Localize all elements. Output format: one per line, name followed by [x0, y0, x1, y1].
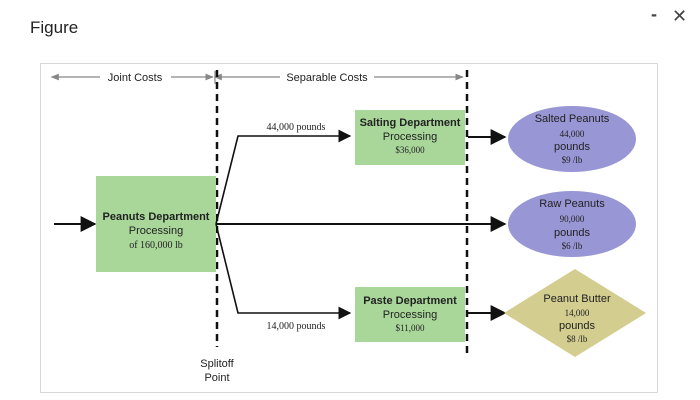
product-qty: 14,000 — [565, 308, 590, 318]
paste-dept-activity: Processing — [383, 309, 437, 321]
peanut-butter-diamond: Peanut Butter 14,000 pounds $8 /lb — [504, 269, 646, 357]
flow-bottom-label: 14,000 pounds — [267, 321, 326, 332]
salted-peanuts-ellipse: Salted Peanuts 44,000 pounds $9 /lb — [508, 106, 636, 172]
product-name: Raw Peanuts — [539, 198, 605, 210]
product-price: $6 /lb — [562, 241, 583, 251]
salting-department-box: Salting Department Processing $36,000 — [355, 110, 465, 165]
product-name: Salted Peanuts — [535, 113, 610, 125]
raw-peanuts-ellipse: Raw Peanuts 90,000 pounds $6 /lb — [508, 191, 636, 257]
joint-costs-label: Joint Costs — [108, 72, 163, 84]
paste-dept-name: Paste Department — [363, 295, 457, 307]
paste-dept-cost: $11,000 — [396, 323, 425, 333]
salting-dept-cost: $36,000 — [395, 145, 425, 155]
product-price: $9 /lb — [562, 155, 583, 165]
product-qty: 90,000 — [560, 214, 585, 224]
salting-dept-activity: Processing — [383, 131, 437, 143]
separable-costs-label: Separable Costs — [286, 72, 368, 84]
minimize-button[interactable]: - — [651, 4, 657, 24]
salting-dept-name: Salting Department — [360, 117, 461, 129]
joint-costs-bracket: Joint Costs — [50, 72, 214, 84]
product-name: Peanut Butter — [543, 293, 611, 305]
splitoff-label-line1: Splitoff — [200, 358, 234, 370]
flow-top-label: 44,000 pounds — [267, 122, 326, 133]
product-price: $8 /lb — [567, 334, 588, 344]
product-unit: pounds — [559, 320, 596, 332]
product-unit: pounds — [554, 141, 591, 153]
peanuts-dept-amount: of 160,000 lb — [129, 240, 183, 251]
close-icon[interactable]: ✕ — [672, 6, 688, 26]
splitoff-label-line2: Point — [204, 372, 229, 384]
product-qty: 44,000 — [560, 129, 585, 139]
peanuts-dept-name: Peanuts Department — [103, 211, 210, 223]
peanuts-department-box: Peanuts Department Processing of 160,000… — [96, 176, 216, 272]
flow-to-salting — [215, 129, 352, 225]
flow-to-paste — [215, 223, 352, 320]
peanuts-dept-activity: Processing — [129, 225, 183, 237]
window-title: Figure — [30, 18, 79, 37]
paste-department-box: Paste Department Processing $11,000 — [355, 287, 465, 342]
product-unit: pounds — [554, 227, 591, 239]
separable-costs-bracket: Separable Costs — [213, 72, 464, 84]
